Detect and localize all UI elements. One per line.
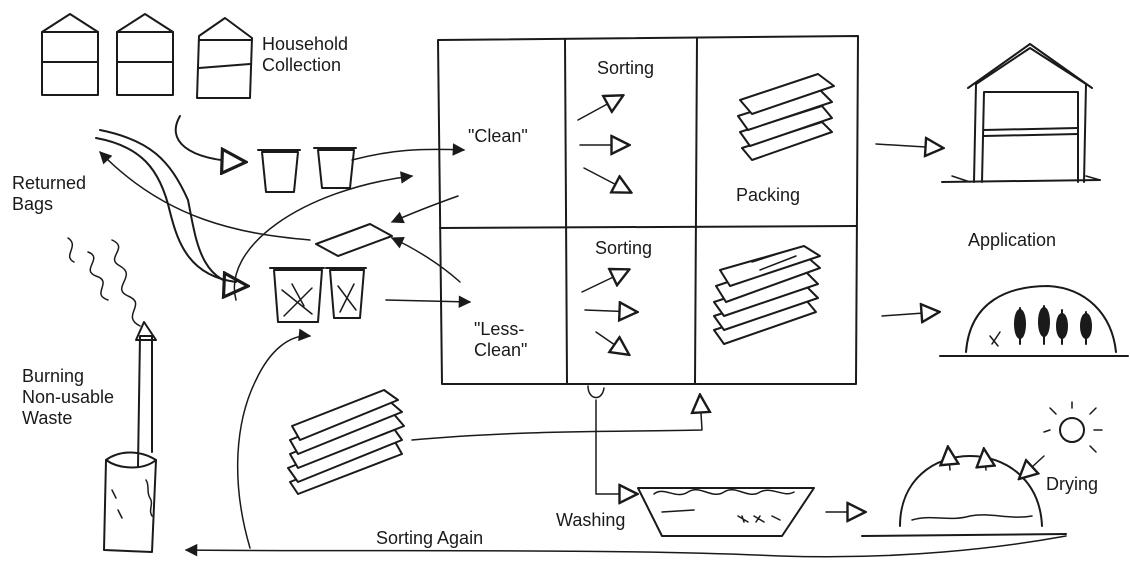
packing-label: Packing <box>736 185 800 206</box>
washing-label: Washing <box>556 510 625 531</box>
house-application-icon <box>942 44 1100 182</box>
label-line: Household <box>262 34 348 55</box>
application-arrows <box>876 144 942 316</box>
sun-icon <box>1044 402 1102 452</box>
house-icon <box>42 14 98 95</box>
label-line: Collection <box>262 55 348 76</box>
smoke-icon <box>68 238 140 326</box>
stack-to-grid-arrow <box>412 396 702 440</box>
house-icon <box>197 18 252 98</box>
house-icon <box>117 14 173 95</box>
sorting-arrows-bottom <box>582 270 636 354</box>
less-clean-label: "Less- Clean" <box>474 319 527 361</box>
bin-dirty-1 <box>270 268 324 322</box>
label-line: Non-usable <box>22 387 114 408</box>
drying-label: Drying <box>1046 474 1098 495</box>
clean-label: "Clean" <box>468 126 528 147</box>
label-line: Clean" <box>474 340 527 361</box>
household-collection-label: Household Collection <box>262 34 348 76</box>
returned-bag-icon <box>316 224 392 256</box>
sorting-again-label: Sorting Again <box>376 528 483 549</box>
greenhouse-icon <box>940 286 1128 356</box>
label-line: Burning <box>22 366 114 387</box>
bin-dirty-2 <box>326 268 366 318</box>
sorting-top-label: Sorting <box>597 58 654 79</box>
burning-label: Burning Non-usable Waste <box>22 366 114 429</box>
incinerator-icon <box>104 322 156 552</box>
label-line: "Less- <box>474 319 527 340</box>
washed-bags-stack <box>288 390 404 494</box>
label-line: Returned <box>12 173 86 194</box>
returned-bags-label: Returned Bags <box>12 173 86 215</box>
sorting-arrows-top <box>578 96 630 192</box>
grid-to-washing-arrow <box>588 386 636 494</box>
bin-clean-1 <box>258 150 300 192</box>
sorting-bottom-label: Sorting <box>595 238 652 259</box>
washing-tub-icon <box>638 488 814 536</box>
packed-bags-clean <box>738 74 834 160</box>
label-line: Waste <box>22 408 114 429</box>
label-line: Bags <box>12 194 86 215</box>
packed-bags-less-clean <box>714 246 820 344</box>
household-flow-arrows <box>96 116 246 286</box>
drying-tunnel-icon <box>862 448 1066 536</box>
bin-clean-2 <box>314 148 356 188</box>
application-label: Application <box>968 230 1056 251</box>
